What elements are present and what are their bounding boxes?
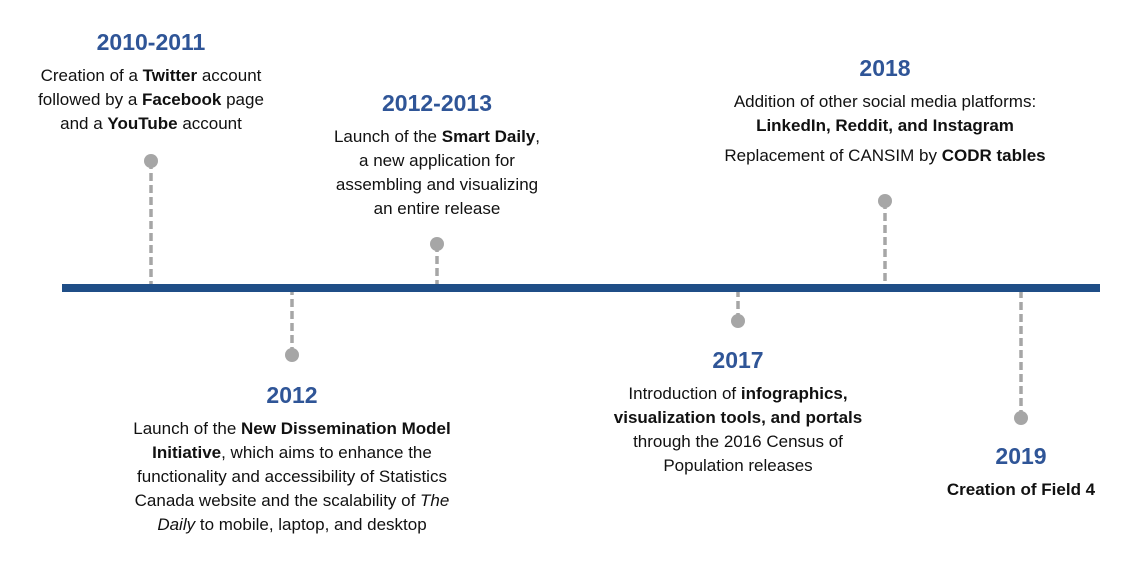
text-segment: Initiative [152, 443, 222, 462]
text-segment: infographics, [740, 384, 848, 403]
event-year: 2018 [859, 55, 911, 81]
text-segment: , which aims to enhance the [221, 443, 432, 462]
event-description-line: Launch of the Smart Daily, [217, 125, 657, 149]
text-segment: Smart Daily [441, 127, 536, 146]
text-segment: Facebook [142, 90, 222, 109]
text-segment: CODR tables [941, 146, 1046, 165]
event-description-line: Launch of the New Dissemination Model [72, 417, 512, 441]
milestone-dot [731, 314, 745, 328]
text-segment: a new application for [359, 151, 515, 170]
event-description-line: Introduction of infographics, [518, 382, 958, 406]
event-description-line: a new application for [217, 149, 657, 173]
text-segment: and a [60, 114, 108, 133]
text-segment: account [177, 114, 242, 133]
text-segment: account [197, 66, 262, 85]
text-segment: functionality and accessibility of Stati… [137, 467, 447, 486]
event-description-line: Creation of a Twitter account [0, 64, 371, 88]
text-segment: Launch of the [333, 127, 442, 146]
text-segment: to mobile, laptop, and desktop [195, 515, 427, 534]
text-segment: Twitter [142, 66, 198, 85]
event-description-line: Replacement of CANSIM by CODR tables [665, 144, 1105, 168]
event-description-line: through the 2016 Census of [518, 430, 958, 454]
event-description-line: Addition of other social media platforms… [665, 90, 1105, 114]
text-segment: Daily [157, 515, 196, 534]
text-segment: , [535, 127, 541, 146]
event-description-line: Initiative, which aims to enhance the [72, 441, 512, 465]
event-description-line: assembling and visualizing [217, 173, 657, 197]
text-segment: Launch of the [133, 419, 242, 438]
text-segment: YouTube [107, 114, 178, 133]
text-segment: visualization tools, and portals [613, 408, 863, 427]
event-year: 2012 [266, 382, 318, 408]
event-description-line: LinkedIn, Reddit, and Instagram [665, 114, 1105, 138]
event-description-line: visualization tools, and portals [518, 406, 958, 430]
timeline-axis [62, 284, 1100, 292]
text-segment: Creation of a [40, 66, 143, 85]
event-year: 2019 [995, 443, 1047, 469]
text-segment: Replacement of CANSIM by [724, 146, 942, 165]
milestone-dot [878, 194, 892, 208]
event-description-line: and a YouTube account [0, 112, 371, 136]
event-description-line: an entire release [217, 197, 657, 221]
text-segment: page [221, 90, 264, 109]
event-description-line: functionality and accessibility of Stati… [72, 465, 512, 489]
text-segment: Population releases [663, 456, 813, 475]
text-segment: Creation of Field 4 [946, 480, 1096, 499]
event-description-line: Daily to mobile, laptop, and desktop [72, 513, 512, 537]
event-year: 2017 [712, 347, 764, 373]
event-description-line: Creation of Field 4 [801, 478, 1143, 502]
milestone-dot [1014, 411, 1028, 425]
text-segment: Introduction of [628, 384, 741, 403]
text-segment: The [420, 491, 450, 510]
text-segment: LinkedIn, Reddit, and Instagram [756, 116, 1014, 135]
text-segment: assembling and visualizing [335, 175, 539, 194]
text-segment: through the 2016 Census of [633, 432, 843, 451]
event-year: 2012-2013 [382, 90, 492, 116]
event-description-line: followed by a Facebook page [0, 88, 371, 112]
text-segment: Canada website and the scalability of [134, 491, 421, 510]
event-year: 2010-2011 [96, 29, 206, 55]
text-segment: an entire release [373, 199, 501, 218]
milestone-dot [430, 237, 444, 251]
milestone-dot [285, 348, 299, 362]
event-description-line: Population releases [518, 454, 958, 478]
text-segment: New Dissemination Model [241, 419, 451, 438]
text-segment: Addition of other social media platforms… [733, 92, 1037, 111]
text-segment: followed by a [38, 90, 143, 109]
event-description-line: Canada website and the scalability of Th… [72, 489, 512, 513]
milestone-dot [144, 154, 158, 168]
